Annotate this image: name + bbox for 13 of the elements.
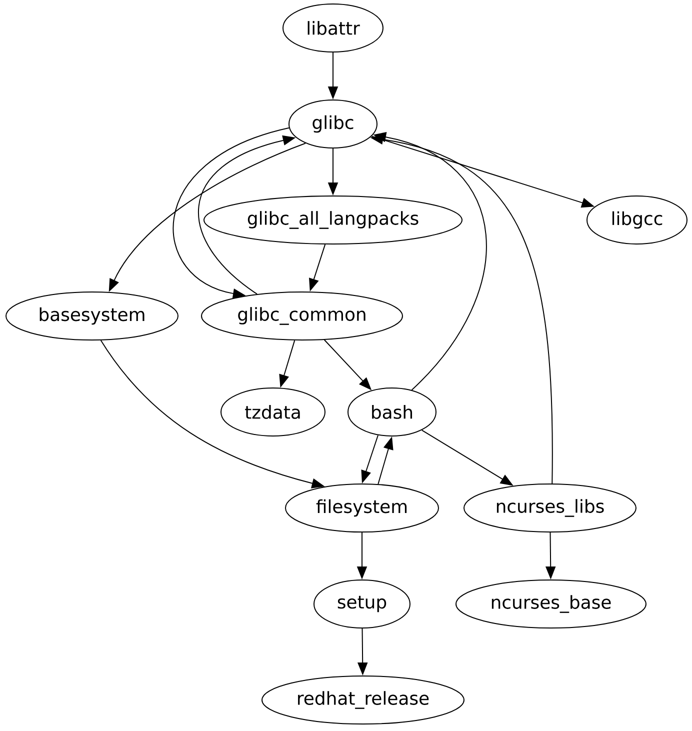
ellipse-node: glibc_all_langpacks [204, 196, 462, 244]
ellipse-node: tzdata [220, 388, 326, 436]
ellipse-node: libattr [282, 4, 384, 52]
ellipse-node: ncurses_libs [464, 484, 636, 532]
ellipse-node: filesystem [285, 484, 439, 532]
ellipse-node: bash [348, 388, 436, 436]
ellipse-node: glibc [288, 100, 378, 148]
ellipse-node: glibc_common [201, 292, 403, 340]
ellipse-node: ncurses_base [456, 580, 646, 628]
ellipse-node: libgcc [586, 196, 688, 244]
ellipse-node: redhat_release [262, 676, 464, 724]
ellipse-node: basesystem [6, 292, 178, 340]
ellipse-node: setup [314, 580, 410, 628]
